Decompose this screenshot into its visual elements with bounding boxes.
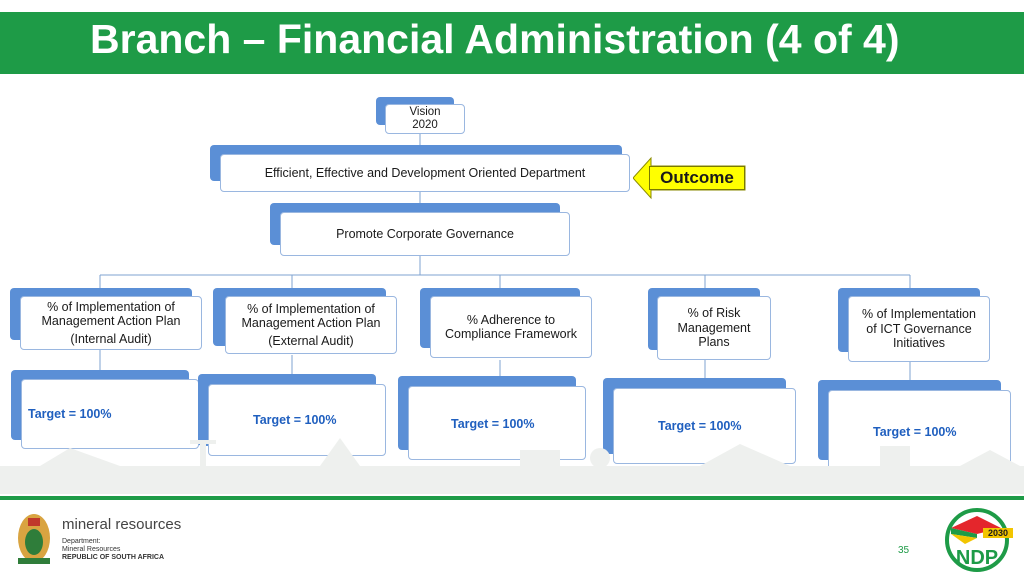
title-bar <box>0 12 1024 74</box>
logo-department: Department: <box>62 538 101 545</box>
indicator-line: % Adherence to <box>466 312 556 327</box>
ndp-year: 2030 <box>988 528 1008 538</box>
footer-divider <box>0 496 1024 500</box>
indicator-line: of ICT Governance <box>866 321 972 336</box>
mining-silhouette-background <box>0 438 1024 494</box>
logo-country: REPUBLIC OF SOUTH AFRICA <box>62 554 165 561</box>
logo-department-name: Mineral Resources <box>62 546 121 553</box>
vision-line2: 2020 <box>412 119 438 131</box>
page-title: Branch – Financial Administration (4 of … <box>90 16 900 62</box>
indicator-line: % of Risk <box>687 306 741 321</box>
ndp-text: NDP <box>956 547 998 569</box>
indicator-line: % of Implementation of <box>247 301 375 316</box>
indicator-line: Plans <box>698 335 730 350</box>
indicator-line: Management Action Plan <box>41 314 181 329</box>
target-value: Target = 100% <box>28 407 112 421</box>
target-value: Target = 100% <box>658 419 742 433</box>
governance-box-text: Promote Corporate Governance <box>336 226 514 241</box>
indicator-line: Compliance Framework <box>445 327 577 341</box>
connector-lines <box>99 133 911 382</box>
vision-line1: Vision <box>409 105 441 118</box>
ndp-2030-logo-icon: 2030 NDP <box>945 508 1013 572</box>
target-value: Target = 100% <box>873 425 957 439</box>
page-number: 35 <box>898 545 910 556</box>
outcome-label: Outcome <box>649 166 745 190</box>
indicator-line: (Internal Audit) <box>70 331 152 346</box>
indicator-line: % of Implementation of <box>47 299 175 314</box>
target-value: Target = 100% <box>451 417 535 431</box>
coat-of-arms-icon <box>18 514 50 564</box>
indicator-line: (External Audit) <box>268 333 354 348</box>
indicator-line: Initiatives <box>892 336 946 351</box>
indicator-line: % of Implementation <box>862 307 976 322</box>
target-value: Target = 100% <box>253 413 337 427</box>
logo-title: mineral resources <box>62 516 182 533</box>
outcome-box-text: Efficient, Effective and Development Ori… <box>264 165 586 180</box>
indicator-line: Management <box>677 320 751 335</box>
indicator-line: Management Action Plan <box>241 316 381 331</box>
